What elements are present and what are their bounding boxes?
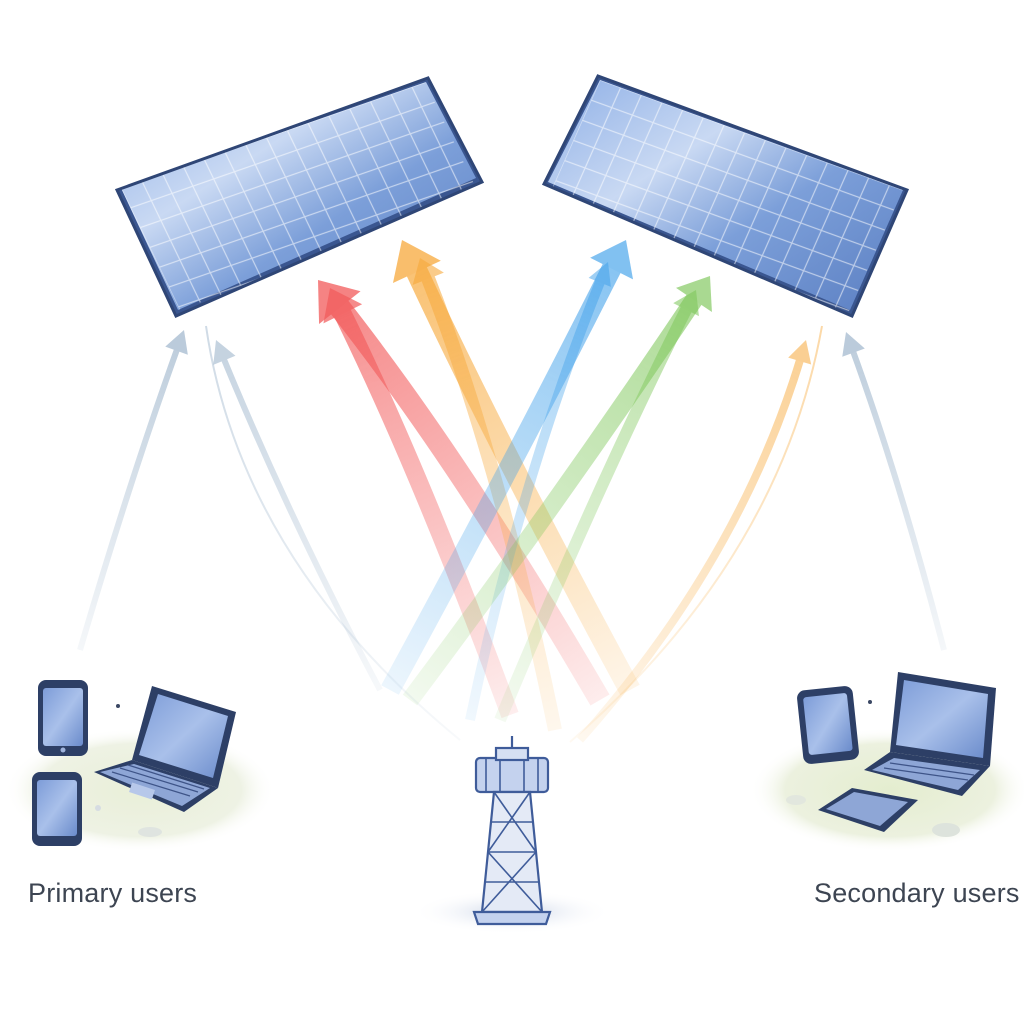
primary-phone-top [38,680,88,756]
primary-phone-bottom [32,772,82,846]
beam-blue-2 [465,262,611,722]
right-reflector-panel [541,74,910,318]
beam-arrows [77,240,947,743]
beam-uplink-right-head [842,332,865,357]
secondary-tablet [818,788,918,832]
beam-uplink-left-1-head [165,330,188,355]
secondary-phone [797,686,859,764]
beam-blue-2-shaft [465,276,607,722]
secondary-laptop [864,672,996,796]
beam-orange-right-shaft [577,355,805,743]
beam-arc-right-shaft [569,325,823,743]
beam-uplink-left-1 [77,330,188,651]
beam-red-1-shaft [326,295,610,706]
secondary-users-label: Secondary users [814,878,1020,908]
beam-orange-right-head [788,340,812,365]
beam-uplink-left-2 [213,340,383,692]
primary-laptop [94,686,236,812]
beam-green-2-shaft [494,303,694,723]
beam-arc-left-shaft [205,325,461,741]
beam-uplink-left-2-head [213,340,236,365]
beam-orange-right [577,340,812,743]
base-station-tower [472,736,552,926]
beam-arc-right [569,325,823,743]
beam-green-2-head [673,290,699,317]
beam-uplink-right-shaft [849,347,947,651]
primary-users-label: Primary users [28,878,198,908]
beam-orange-1-head [392,240,441,284]
primary-users-devices [32,680,236,846]
beam-orange-2-head [412,258,444,286]
left-reflector-panel [114,76,485,318]
beam-red-2-head [323,288,363,324]
beam-blue-2-head [588,262,611,287]
beam-uplink-left-1-shaft [77,345,181,651]
beam-green-2 [494,290,699,723]
beam-uplink-right [842,332,947,651]
beam-blue-1-head [590,240,634,280]
beam-uplink-left-2-shaft [219,355,383,692]
secondary-users-devices [786,672,996,837]
beam-arc-left [205,325,461,741]
